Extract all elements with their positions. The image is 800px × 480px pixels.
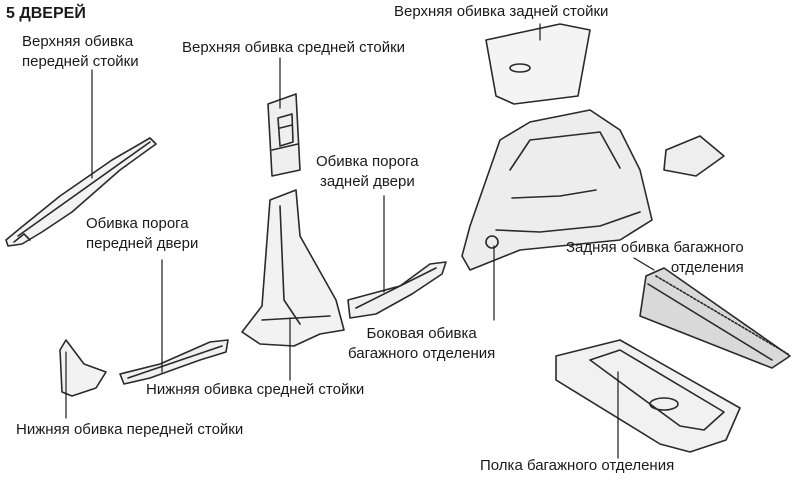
label-line: Боковая обивка — [366, 325, 477, 342]
rear-pillar-upper-trim — [485, 23, 591, 105]
label-line: Обивка порога — [316, 153, 419, 170]
label-rear-pillar-upper: Верхняя обивка задней стойки — [394, 3, 609, 20]
label-line: багажного отделения — [348, 345, 496, 362]
leader-lines — [65, 23, 655, 459]
label-line: передней двери — [86, 235, 199, 252]
label-front-pillar-upper: Верхняя обивка передней стойки — [22, 32, 139, 72]
center-pillar-lower-trim — [241, 189, 345, 347]
front-pillar-lower-trim — [59, 339, 107, 397]
label-front-pillar-lower: Нижняя обивка передней стойки — [16, 421, 244, 438]
label-front-door-scuff: Обивка порога передней двери — [86, 214, 198, 254]
label-center-pillar-upper: Верхняя обивка средней стойки — [182, 39, 406, 56]
label-line: Задняя обивка багажного — [566, 239, 744, 256]
label-rear-door-scuff: Обивка порога задней двери — [316, 152, 419, 192]
label-trunk-side-trim: Боковая обивка багажного отделения — [348, 324, 495, 364]
trunk-side-trim — [461, 109, 653, 271]
label-line: Обивка порога — [86, 215, 189, 232]
label-line: отделения — [670, 259, 744, 276]
rear-door-scuff — [347, 261, 447, 319]
label-line: передней стойки — [22, 53, 139, 70]
center-pillar-upper-trim — [267, 93, 301, 177]
label-center-pillar-lower: Нижняя обивка средней стойки — [146, 381, 365, 398]
front-pillar-upper-trim — [5, 137, 157, 247]
header-label: 5 ДВЕРЕЙ — [6, 5, 86, 22]
label-trunk-rear-trim: Задняя обивка багажного отделения — [566, 238, 744, 278]
trunk-rear-trim — [639, 267, 791, 369]
label-line: Верхняя обивка — [22, 33, 134, 50]
front-door-scuff — [119, 339, 229, 385]
trunk-shelf — [555, 339, 741, 453]
label-line: задней двери — [319, 173, 415, 190]
small-trim-cover — [663, 135, 725, 177]
label-trunk-shelf: Полка багажного отделения — [480, 457, 675, 474]
